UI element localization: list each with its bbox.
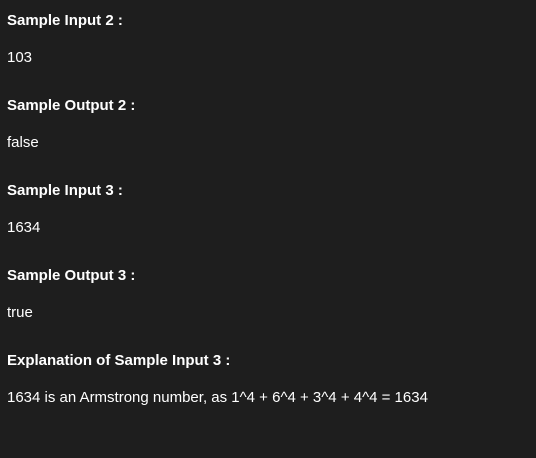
sample-input-2-block: Sample Input 2 : 103 <box>7 12 536 67</box>
sample-output-3-heading: Sample Output 3 : <box>7 267 136 284</box>
sample-input-3-heading: Sample Input 3 : <box>7 182 123 199</box>
sample-output-3-value: true <box>7 304 33 321</box>
sample-input-3-value: 1634 <box>7 219 41 236</box>
sample-output-3-block: Sample Output 3 : true <box>7 267 536 322</box>
explanation-block: Explanation of Sample Input 3 : 1634 is … <box>7 352 536 407</box>
explanation-text: 1634 is an Armstrong number, as 1^4 + 6^… <box>7 389 428 406</box>
sample-output-2-heading: Sample Output 2 : <box>7 97 136 114</box>
explanation-heading: Explanation of Sample Input 3 : <box>7 352 231 369</box>
problem-samples: Sample Input 2 : 103 Sample Output 2 : f… <box>7 12 536 407</box>
sample-input-3-block: Sample Input 3 : 1634 <box>7 182 536 237</box>
sample-input-2-value: 103 <box>7 49 33 66</box>
sample-output-2-value: false <box>7 134 39 151</box>
sample-output-2-block: Sample Output 2 : false <box>7 97 536 152</box>
sample-input-2-heading: Sample Input 2 : <box>7 12 123 29</box>
